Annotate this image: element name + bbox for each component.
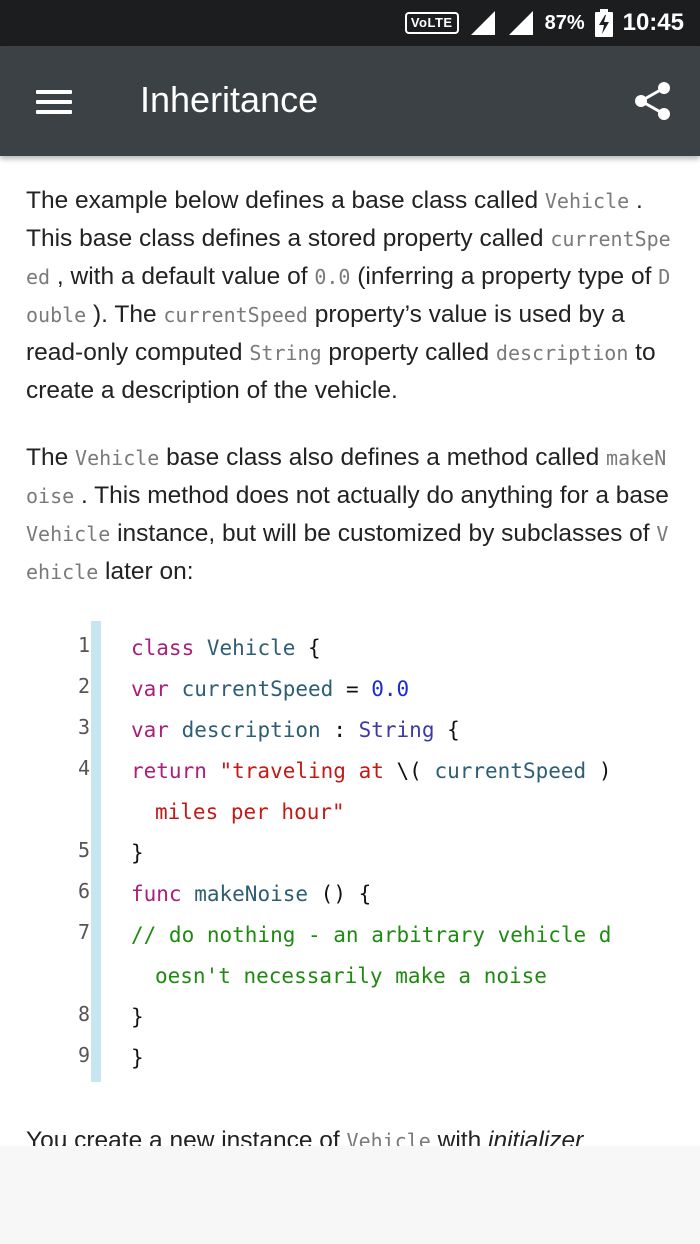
line-number: 8 [77,1002,90,1026]
app-bar: Inheritance [0,46,700,156]
keyword: return [131,759,207,783]
signal-strength-icon [470,11,495,35]
code-line: var currentSpeed = 0.0 [131,669,409,710]
inline-code: 0.0 [314,265,351,289]
keyword: var [131,677,169,701]
line-number: 6 [77,879,90,903]
status-bar: VoLTE 87% 10:45 [0,0,700,46]
text: , with a default value of [50,263,315,290]
text: . This method does not actually do anyth… [74,482,669,509]
code-accent-bar [91,621,101,1082]
hamburger-menu-icon[interactable] [34,86,74,118]
inline-code: currentSpeed [163,303,308,327]
punctuation: { [434,718,460,742]
inline-code: Vehicle [26,522,669,584]
inline-code: Double [26,265,671,327]
punctuation: } [131,1046,144,1070]
code-block: 1 2 3 4 5 6 7 8 9 class Vehicle { var cu… [26,621,676,1082]
line-number: 1 [77,633,90,657]
identifier: makeNoise [194,882,309,906]
punctuation: } [131,841,144,865]
battery-charging-icon [594,9,613,37]
inline-code: Vehicle [75,446,160,470]
code-line: // do nothing - an arbitrary vehicle d [131,915,611,956]
line-number: 9 [77,1043,90,1067]
keyword: class [131,636,195,660]
identifier: currentSpeed [181,677,334,701]
inline-code: makeNoise [26,446,667,508]
code-line: } [131,833,144,874]
line-number: 2 [77,674,90,698]
line-number: 5 [77,838,90,862]
text: . This base class defines a stored prope… [26,187,643,252]
text: later on: [98,558,194,585]
text: instance, but will be customized by subc… [110,520,657,547]
string-literal: "traveling at [206,759,397,783]
inline-code: description [495,341,629,365]
text: (inferring a property type of [350,263,659,290]
identifier: description [181,718,321,742]
article-content: The example below defines a base class c… [26,156,676,591]
text: The [26,444,76,471]
operator: = [333,677,372,701]
inline-code: String [249,341,322,365]
text: base class also defines a method called [159,444,607,471]
type-name: Vehicle [206,636,296,660]
string-literal: miles per hour" [155,800,345,824]
battery-percentage: 87% [544,11,585,34]
comment: oesn't necessarily make a noise [155,964,547,988]
code-line-wrap: miles per hour" [155,792,345,833]
code-line: } [131,1038,144,1079]
punctuation: { [295,636,321,660]
identifier: currentSpeed [434,759,587,783]
punctuation: } [131,1005,144,1029]
code-line: return "traveling at \( currentSpeed ) [131,751,611,792]
text: The example below defines a base class c… [26,187,545,214]
number-literal: 0.0 [371,677,410,701]
share-icon[interactable] [632,80,674,122]
inline-code: Vehicle [26,522,111,546]
code-line: } [131,997,144,1038]
volte-indicator: VoLTE [404,12,459,34]
keyword: func [131,882,182,906]
operator: : [320,718,359,742]
clock: 10:45 [622,9,684,36]
inline-code: Vehicle [544,189,630,213]
code-line-wrap: oesn't necessarily make a noise [155,956,547,997]
interpolation: \( [396,759,435,783]
line-number: 4 [77,756,90,780]
paragraph-2: The Vehicle base class also defines a me… [26,439,676,591]
comment: // do nothing - an arbitrary vehicle d [131,923,612,947]
code-line: var description : String { [131,710,460,751]
line-number: 7 [77,920,90,944]
page-title: Inheritance [140,79,319,120]
text: to create a description of the vehicle. [26,339,656,404]
bottom-panel [0,1146,700,1244]
text: ). The [86,301,164,328]
code-line: func makeNoise () { [131,874,371,915]
code-line: class Vehicle { [131,628,321,669]
type-name: String [358,718,435,742]
line-number: 3 [77,715,90,739]
text: property’s value is used by a read-only … [26,301,625,366]
punctuation: () { [308,882,372,906]
text: property called [321,339,496,366]
signal-strength-icon-2 [508,11,533,35]
punctuation: ) [586,759,612,783]
inline-code: currentSpeed [26,227,671,289]
keyword: var [131,718,169,742]
paragraph-1: The example below defines a base class c… [26,182,676,409]
